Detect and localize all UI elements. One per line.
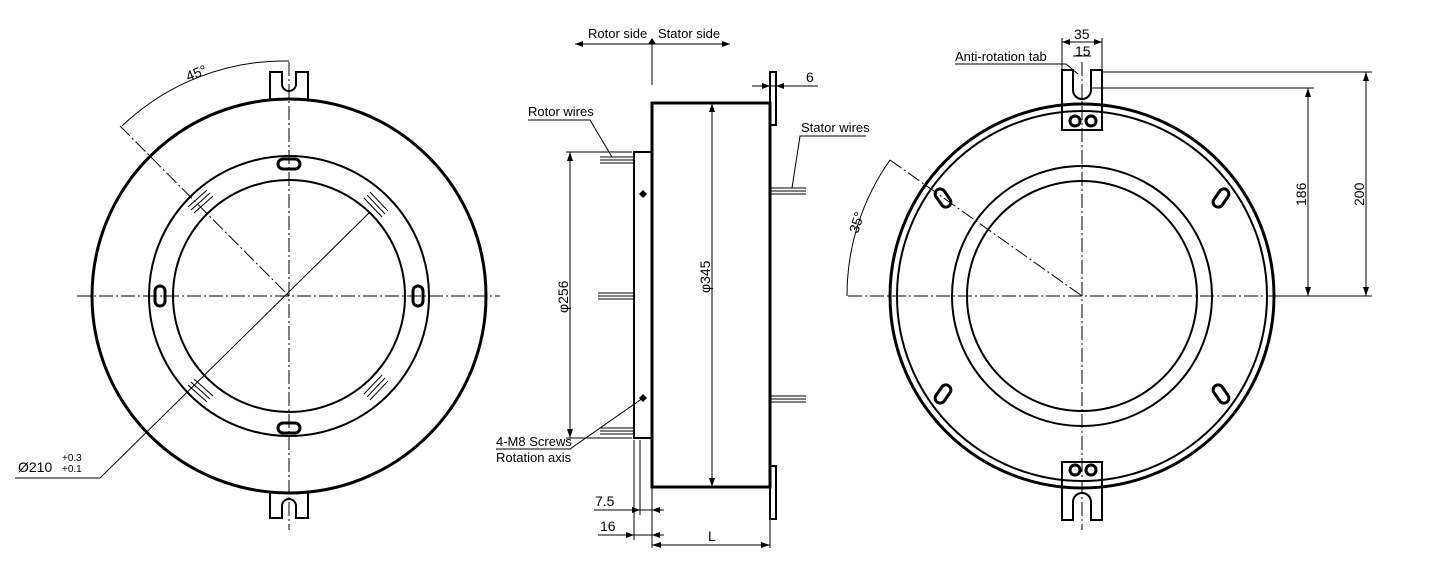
bore-tolerance-lower: +0.1: [62, 464, 82, 475]
screw-top: [639, 190, 647, 198]
stator-wire-bundles: [770, 187, 806, 403]
right-bottom-tab: [1061, 461, 1103, 521]
tab-hole-bottom-left: [1068, 463, 1082, 477]
rotor-flange: [633, 151, 653, 439]
rotor-wires-label: Rotor wires: [528, 104, 594, 119]
rotor-wires-leader: [528, 119, 613, 158]
tab-hole-bottom-right: [1084, 463, 1098, 477]
stator-wires-leader: [791, 135, 866, 189]
dim-L-label: L: [708, 528, 716, 544]
screws-leader: [496, 397, 644, 450]
dim15-label: 15: [1075, 43, 1091, 59]
rotor-wire-bundles: [598, 156, 634, 435]
rotor-side-label: Rotor side: [588, 26, 647, 41]
stator-wires-label: Stator wires: [801, 120, 870, 135]
dim-16-label: 16: [600, 518, 616, 534]
dim-7-5-arrows: [632, 507, 660, 513]
stator-side-label: Stator side: [658, 26, 720, 41]
dim200-label: 200: [1351, 182, 1367, 206]
anti-rotation-label: Anti-rotation tab: [955, 49, 1047, 64]
right-slot-top-left: [933, 187, 953, 209]
tab-hole-top-left: [1068, 114, 1082, 128]
angle-45-label: 45°: [183, 61, 209, 84]
tab-hole-top-right: [1084, 114, 1098, 128]
dia345-label: φ345: [697, 260, 713, 293]
tab-thickness-arrows: [762, 83, 784, 89]
bore-tolerance-upper: +0.3: [62, 453, 82, 464]
bore-diameter-label: Ø210: [18, 459, 52, 475]
dim-7-5-label: 7.5: [595, 493, 615, 509]
dim35-label: 35: [1074, 26, 1090, 42]
angle-35-label: 35°: [846, 210, 868, 235]
anti-rotation-leader: [955, 63, 1079, 75]
dia256-label: φ256: [555, 280, 571, 313]
bottom-tab-profile: [769, 465, 777, 520]
dim35-arrows: [1062, 39, 1102, 45]
screws-label: 4-M8 Screws: [496, 434, 572, 449]
angle-arc-35: [846, 159, 891, 297]
tab-thickness-label: 6: [806, 69, 814, 85]
dim186-label: 186: [1293, 182, 1309, 206]
right-top-tab: [1061, 69, 1103, 131]
arrow-right-head: [722, 41, 730, 47]
diagonal-centerline: [119, 125, 290, 297]
right-end-view: 35° Anti-rotation tab 35 15 186 200: [846, 26, 1372, 530]
top-tab-profile: [769, 71, 777, 126]
angle-arc-45: [121, 60, 290, 127]
left-end-view: 45° Ø210 +0.3 +0.1: [15, 60, 500, 530]
divider-marker: [648, 38, 656, 44]
stator-body: [650, 101, 772, 489]
right-slot-top-right: [1211, 187, 1231, 209]
right-slot-bottom-left: [933, 383, 953, 405]
side-view: Rotor side Stator side Rotor wires Stato…: [496, 26, 870, 548]
right-slot-bottom-right: [1211, 383, 1231, 405]
rotation-axis-label: Rotation axis: [496, 450, 572, 465]
right-diagonal-centerline: [889, 159, 1083, 297]
dim-16-arrows: [626, 532, 660, 538]
arrow-left-head: [575, 41, 583, 47]
bore-diameter-leader: [15, 211, 371, 479]
